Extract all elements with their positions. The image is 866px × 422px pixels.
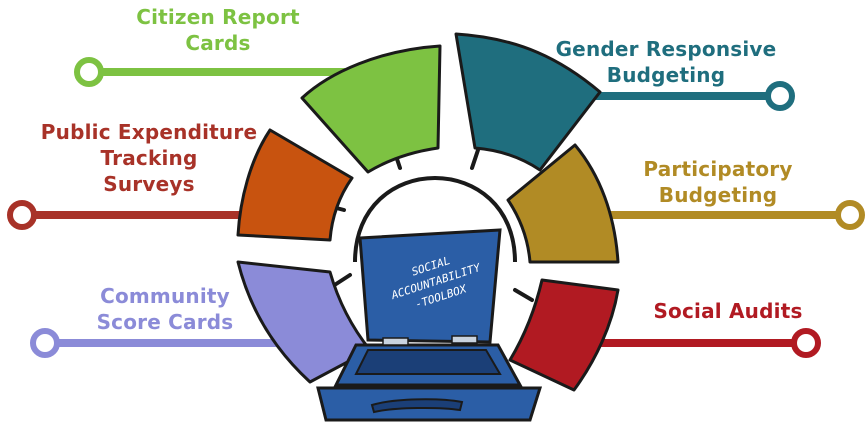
segment-gender	[454, 32, 602, 172]
connector-citizen	[74, 57, 345, 87]
connector-participatory	[582, 200, 865, 230]
label-line: Community	[100, 284, 230, 308]
label-social-audits: Social Audits	[628, 298, 828, 324]
segment-community	[236, 260, 372, 384]
label-line: Surveys	[103, 172, 195, 196]
segment-participatory	[506, 143, 620, 264]
label-citizen-report-cards: Citizen Report Cards	[118, 4, 318, 56]
toolbox-laptop	[316, 228, 543, 422]
segment-citizen	[300, 44, 442, 174]
label-line: Tracking	[100, 146, 198, 170]
label-line: Participatory	[643, 157, 793, 181]
label-line: Citizen Report	[136, 5, 300, 29]
label-community-score-cards: Community Score Cards	[40, 283, 290, 335]
label-gender-responsive-budgeting: Gender Responsive Budgeting	[535, 36, 797, 88]
label-line: Public Expenditure	[40, 120, 258, 144]
label-line: Budgeting	[658, 183, 778, 207]
label-line: Score Cards	[96, 310, 234, 334]
label-line: Social Audits	[653, 299, 803, 323]
segment-audits	[508, 278, 620, 392]
label-line: Gender Responsive	[555, 37, 777, 61]
toolbox-arc	[353, 176, 517, 263]
segment-pets	[236, 128, 354, 242]
label-line: Cards	[185, 31, 251, 55]
label-participatory-budgeting: Participatory Budgeting	[618, 156, 818, 208]
label-public-expenditure-tracking-surveys: Public Expenditure Tracking Surveys	[18, 119, 280, 197]
label-line: Budgeting	[606, 63, 726, 87]
